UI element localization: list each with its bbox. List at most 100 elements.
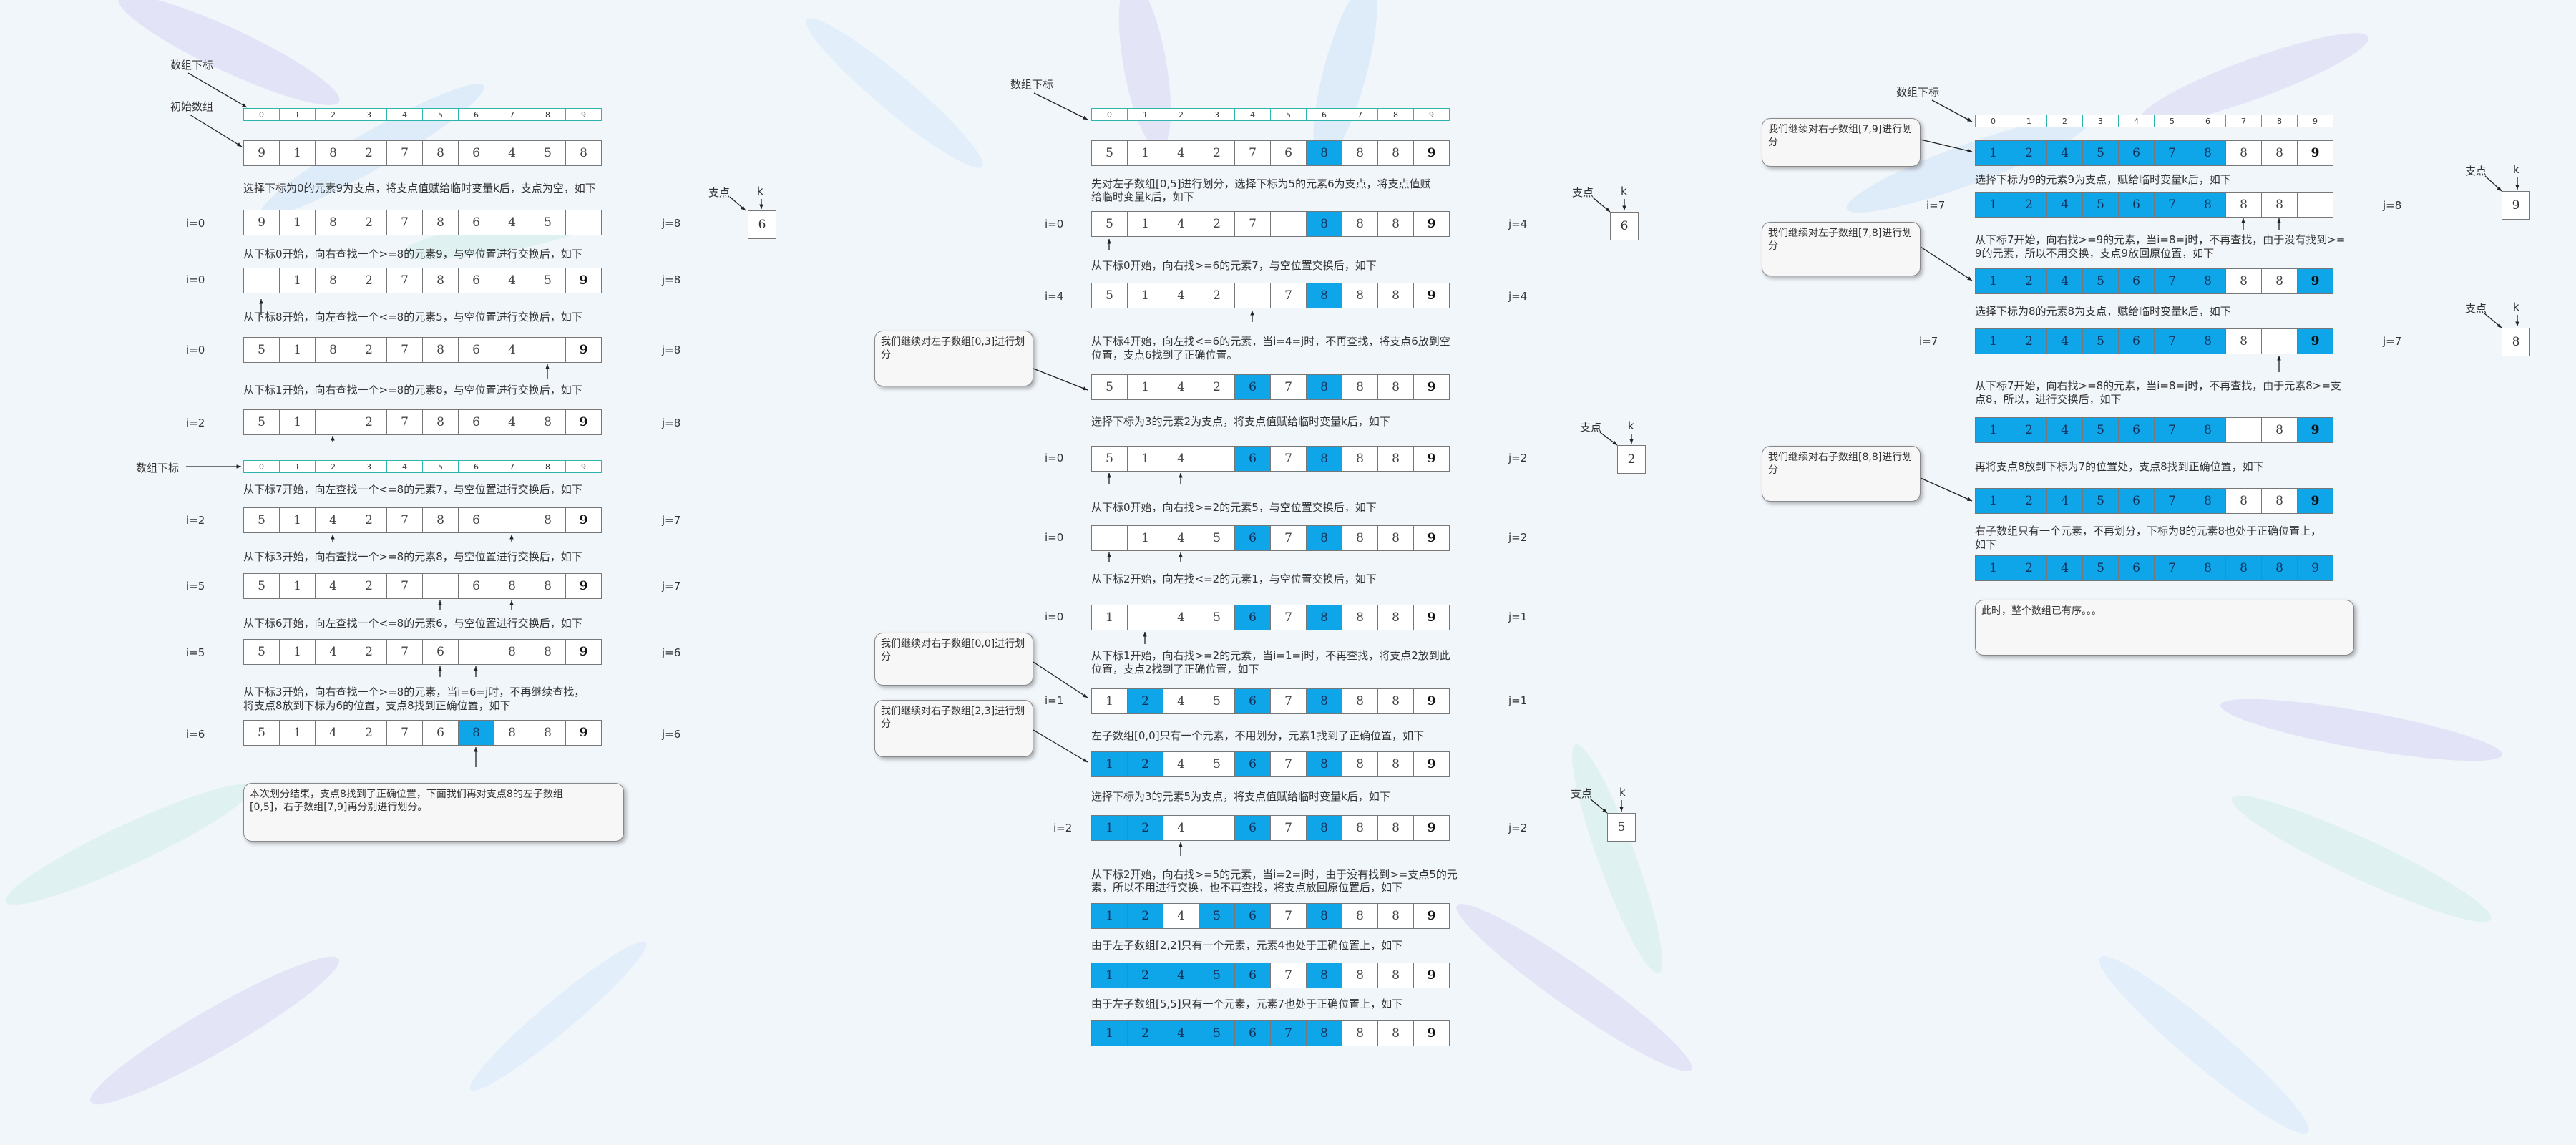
- array-cell: 6: [1234, 963, 1271, 988]
- k-label: k: [757, 185, 763, 198]
- array-cell: 4: [1163, 211, 1199, 237]
- array-cell: 9: [1413, 963, 1450, 988]
- array-cell: 9: [243, 210, 280, 235]
- array-cell: 8: [2190, 140, 2226, 166]
- step-text: 给临时变量k后，如下: [1091, 190, 1194, 203]
- array-cell: 9: [565, 337, 602, 363]
- array-cell: 7: [386, 337, 423, 363]
- step-text: 从下标0开始，向右找>=6的元素7，与空位置交换后，如下: [1091, 259, 1377, 272]
- array-cell: 6: [458, 140, 494, 166]
- array-cell: 7: [2154, 417, 2190, 443]
- array-cell: 4: [2046, 417, 2083, 443]
- index-cell: 1: [2011, 114, 2047, 127]
- array-cell: 5: [2082, 192, 2119, 218]
- array-cell: [422, 573, 459, 599]
- array-cell: 8: [530, 720, 566, 746]
- array-cell: 2: [351, 409, 387, 435]
- array-cell: 4: [1163, 283, 1199, 308]
- array-cell: 8: [2261, 192, 2298, 218]
- array-cell: 8: [2261, 555, 2298, 581]
- step-text: 点8，所以，进行交换后，如下: [1975, 393, 2122, 406]
- array-cell: 5: [2082, 328, 2119, 354]
- array-cell: 6: [1234, 688, 1271, 714]
- array-cell: 9: [2297, 555, 2333, 581]
- array-cell: 6: [2118, 140, 2155, 166]
- array-cell: 8: [1342, 963, 1378, 988]
- array-cell: 2: [1199, 374, 1235, 400]
- array-cell: 8: [1306, 140, 1342, 166]
- array-cell: 2: [351, 210, 387, 235]
- array-cell: 1: [1975, 140, 2011, 166]
- array-cell: 2: [2011, 268, 2047, 294]
- array-cell: 8: [530, 573, 566, 599]
- array-cell: 4: [2046, 488, 2083, 514]
- array-cell: 4: [315, 720, 351, 746]
- array-cell: 8: [530, 409, 566, 435]
- index-cell: 8: [1377, 108, 1414, 121]
- array-cell: 6: [1234, 605, 1271, 630]
- initial-array-label: 初始数组: [170, 100, 214, 113]
- index-cell: 9: [2297, 114, 2333, 127]
- array-cell: 2: [2011, 140, 2047, 166]
- array-cell: 4: [1163, 446, 1199, 472]
- array-cell: [1199, 446, 1235, 472]
- array-cell: 4: [1163, 1020, 1199, 1046]
- array-cell: 9: [2297, 268, 2333, 294]
- index-cell: 9: [1413, 108, 1450, 121]
- j-pointer-label: j=8: [2383, 199, 2402, 212]
- k-label: k: [1619, 786, 1626, 799]
- array-cell: [1127, 605, 1163, 630]
- index-cell: 0: [243, 460, 280, 473]
- array-index-label: 数组下标: [1896, 86, 1940, 99]
- index-cell: 3: [1199, 108, 1235, 121]
- array-cell: [1234, 283, 1271, 308]
- index-cell: 1: [1127, 108, 1163, 121]
- array-cell: 9: [1413, 211, 1450, 237]
- pivot-label: 支点: [2465, 165, 2487, 177]
- array-cell: 4: [1163, 140, 1199, 166]
- array-cell: 8: [1377, 963, 1414, 988]
- array-cell: 1: [1975, 555, 2011, 581]
- index-cell: 7: [1342, 108, 1378, 121]
- array-cell: 7: [386, 639, 423, 665]
- array-cell: 1: [279, 337, 316, 363]
- index-cell: 6: [1306, 108, 1342, 121]
- array-cell: 8: [2225, 555, 2262, 581]
- array-cell: 4: [494, 409, 530, 435]
- array-cell: 4: [1163, 903, 1199, 929]
- array-cell: [2261, 328, 2298, 354]
- array-cell: 7: [386, 573, 423, 599]
- array-cell: 5: [1199, 903, 1235, 929]
- array-cell: 6: [1234, 751, 1271, 777]
- array-cell: 6: [2118, 192, 2155, 218]
- array-cell: 5: [243, 337, 280, 363]
- array-cell: 2: [1199, 211, 1235, 237]
- j-pointer-label: j=6: [662, 728, 681, 741]
- array-cell: 7: [1270, 903, 1307, 929]
- array-cell: 6: [422, 720, 459, 746]
- j-pointer-label: j=1: [1508, 610, 1528, 623]
- i-pointer-label: i=0: [186, 217, 205, 230]
- i-pointer-label: i=2: [186, 416, 205, 429]
- array-cell: 5: [530, 268, 566, 293]
- index-cell: 2: [1163, 108, 1199, 121]
- step-text: 从下标1开始，向右查找一个>=8的元素8，与空位置进行交换后，如下: [243, 384, 582, 396]
- array-cell: 9: [1413, 1020, 1450, 1046]
- step-text: 位置，支点6找到了正确位置。: [1091, 349, 1238, 361]
- array-cell: 2: [1127, 1020, 1163, 1046]
- i-pointer-label: i=7: [1926, 199, 1946, 212]
- array-cell: 1: [1091, 963, 1128, 988]
- step-text: 右子数组只有一个元素，不再划分，下标为8的元素8也处于正确位置上，: [1975, 525, 2322, 537]
- i-pointer-label: i=0: [1045, 218, 1064, 230]
- array-cell: 9: [565, 507, 602, 533]
- index-cell: 7: [494, 460, 530, 473]
- pivot-label: 支点: [1572, 186, 1594, 199]
- array-cell: [565, 210, 602, 235]
- index-cell: 2: [315, 460, 351, 473]
- index-cell: 3: [2082, 114, 2119, 127]
- step-text: 选择下标为3的元素2为支点，将支点值赋给临时变量k后，如下: [1091, 415, 1390, 428]
